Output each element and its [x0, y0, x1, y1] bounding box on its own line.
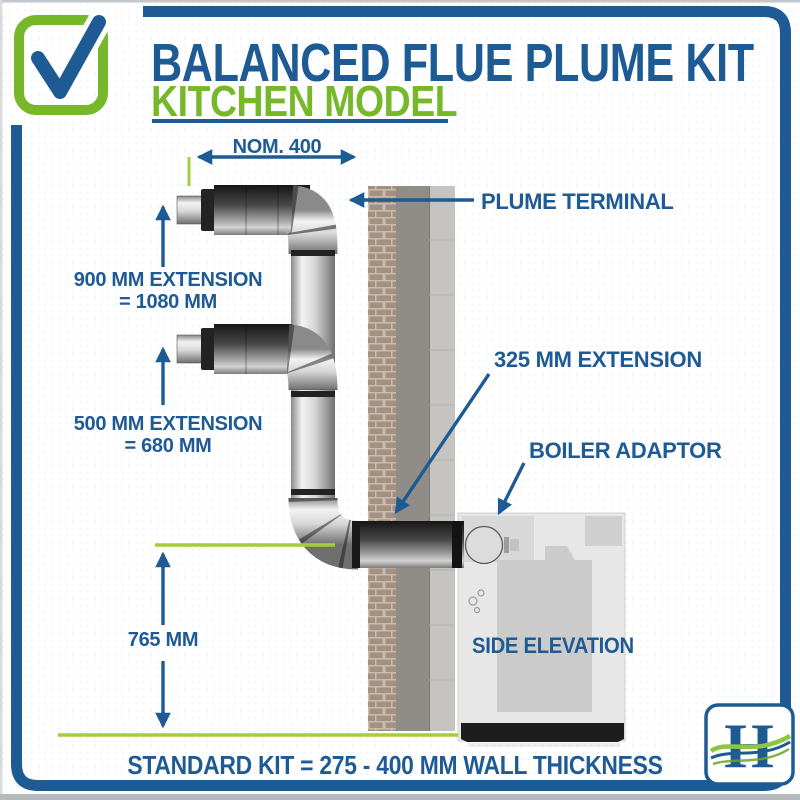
boiler-adaptor-leader: [497, 462, 526, 516]
boiler-side-elevation: [457, 512, 626, 747]
dim-900-line2: = 1080 MM: [119, 290, 217, 313]
plume-terminal-upper: [176, 185, 338, 256]
page-top-edge: [0, 0, 800, 3]
page-title: BALANCED FLUE PLUME KIT: [151, 33, 754, 93]
dim-900-extension-label: 900 MM EXTENSION = 1080 MM: [73, 269, 263, 313]
extension-325-leader: [394, 373, 491, 514]
bottom-elbow-and-horizontal-run: [288, 489, 464, 570]
flue-pipework: [176, 185, 519, 570]
dim-nom-400-label: NOM. 400: [232, 136, 322, 158]
subtitle-underline: [152, 119, 448, 123]
checkbox-check-icon: [31, 15, 106, 99]
page-left-edge: [0, 0, 3, 800]
dim-500-extension-label: 500 MM EXTENSION = 680 MM: [73, 413, 263, 457]
dimension-arrows: [155, 149, 526, 729]
wall-cross-section: [368, 186, 455, 731]
dim-500-line1: 500 MM EXTENSION: [73, 413, 263, 435]
dim-900-line1: 900 MM EXTENSION: [73, 269, 263, 291]
page-bottom-edge: [0, 794, 800, 800]
plume-terminal-lower: [176, 324, 338, 397]
checkbox-logo: [14, 10, 111, 115]
footer-note: STANDARD KIT = 275 - 400 MM WALL THICKNE…: [127, 750, 663, 780]
boiler-adaptor-label: BOILER ADAPTOR: [529, 438, 722, 463]
side-elevation-label: SIDE ELEVATION: [472, 633, 634, 658]
extension-325-label: 325 MM EXTENSION: [494, 347, 702, 372]
green-datum-lines: [58, 157, 458, 737]
h-wave-logo-icon: H: [704, 703, 795, 786]
page-subtitle: KITCHEN MODEL: [151, 77, 458, 126]
plume-terminal-label: PLUME TERMINAL: [481, 189, 674, 214]
boiler-base: [461, 723, 624, 742]
dim-765-label: 765 MM: [127, 629, 199, 651]
boiler-adaptor: [464, 525, 519, 565]
dim-500-line2: = 680 MM: [124, 434, 212, 457]
